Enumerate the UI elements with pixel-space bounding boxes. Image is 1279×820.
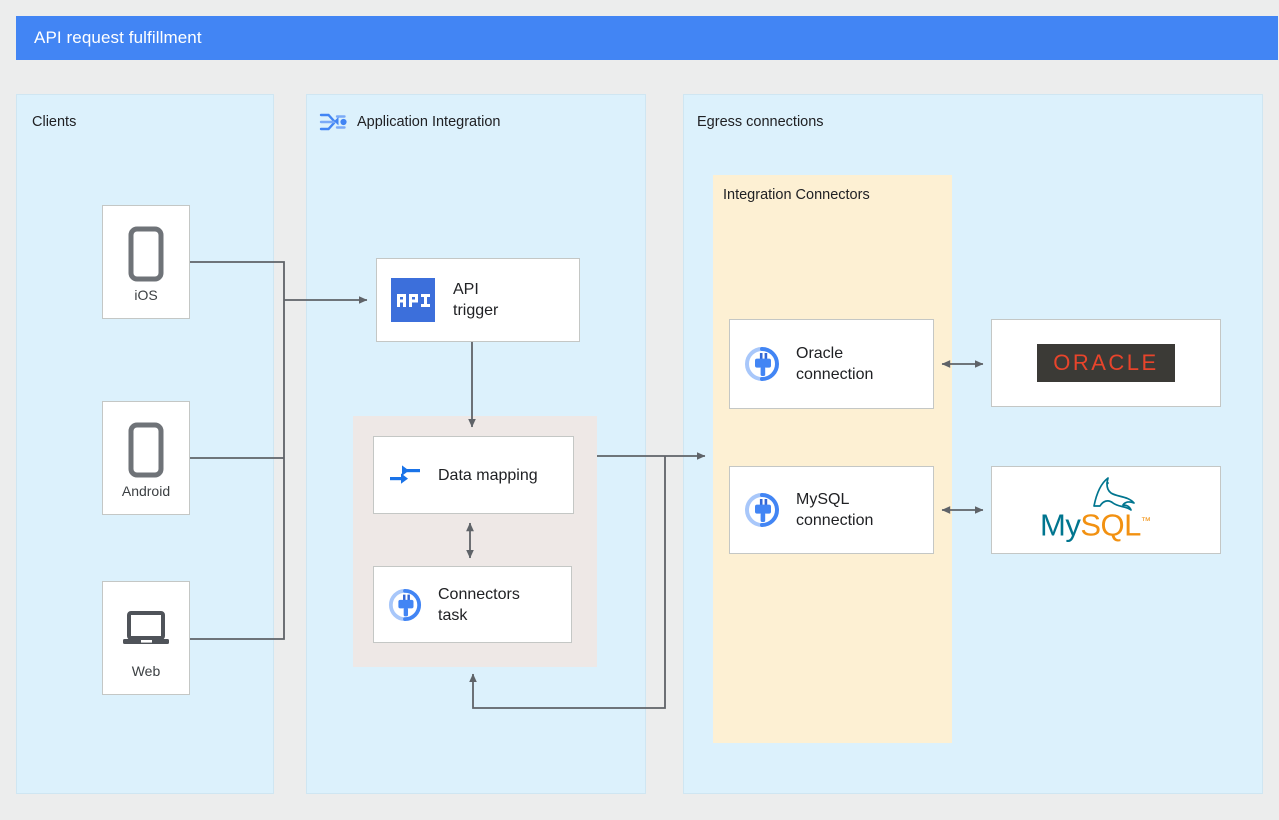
node-api-trigger[interactable]: API trigger <box>376 258 580 342</box>
mysql-logo: MySQL™ <box>1026 474 1186 546</box>
mysql-logo-text-sql: SQL <box>1080 507 1141 542</box>
node-label: Data mapping <box>438 466 538 484</box>
oracle-logo: ORACLE <box>1037 344 1175 382</box>
group-integration-connectors <box>713 175 952 743</box>
application-integration-logo-icon <box>319 113 347 131</box>
connectors-plug-icon <box>744 492 780 528</box>
data-mapping-arrows-icon <box>388 458 422 492</box>
connectors-plug-icon <box>744 346 780 382</box>
mysql-logo-text: MySQL™ <box>1040 505 1151 542</box>
client-label: iOS <box>134 287 158 303</box>
client-card-ios[interactable]: iOS <box>102 205 190 319</box>
node-mysql-connection[interactable]: MySQL connection <box>729 466 934 554</box>
page-title: API request fulfillment <box>34 28 202 47</box>
panel-clients-label: Clients <box>32 114 77 130</box>
panel-egress-connections-label: Egress connections <box>697 114 824 130</box>
api-badge-icon <box>391 278 435 322</box>
node-label: Connectors task <box>438 585 520 624</box>
logo-card-oracle: ORACLE <box>991 319 1221 407</box>
client-label: Web <box>131 663 161 679</box>
mysql-dolphin-icon <box>1093 477 1135 511</box>
client-card-android[interactable]: Android <box>102 401 190 515</box>
group-integration-connectors-label: Integration Connectors <box>723 187 870 203</box>
mysql-logo-text-my: My <box>1040 507 1081 542</box>
node-oracle-connection[interactable]: Oracle connection <box>729 319 934 409</box>
laptop-icon <box>103 602 189 658</box>
oracle-logo-text: ORACLE <box>1053 350 1159 375</box>
node-label: Oracle connection <box>796 345 874 383</box>
phone-icon <box>103 226 189 286</box>
client-label: Android <box>121 483 171 499</box>
phone-icon <box>103 422 189 482</box>
header-bar <box>16 16 1278 60</box>
connectors-plug-icon <box>388 588 422 622</box>
mysql-logo-trademark: ™ <box>1140 515 1151 527</box>
panel-application-integration-label: Application Integration <box>357 114 501 130</box>
logo-card-mysql: MySQL™ <box>991 466 1221 554</box>
node-connectors-task[interactable]: Connectors task <box>373 566 572 643</box>
node-label: MySQL connection <box>796 491 874 529</box>
client-card-web[interactable]: Web <box>102 581 190 695</box>
node-label: API trigger <box>453 281 499 319</box>
node-data-mapping[interactable]: Data mapping <box>373 436 574 514</box>
